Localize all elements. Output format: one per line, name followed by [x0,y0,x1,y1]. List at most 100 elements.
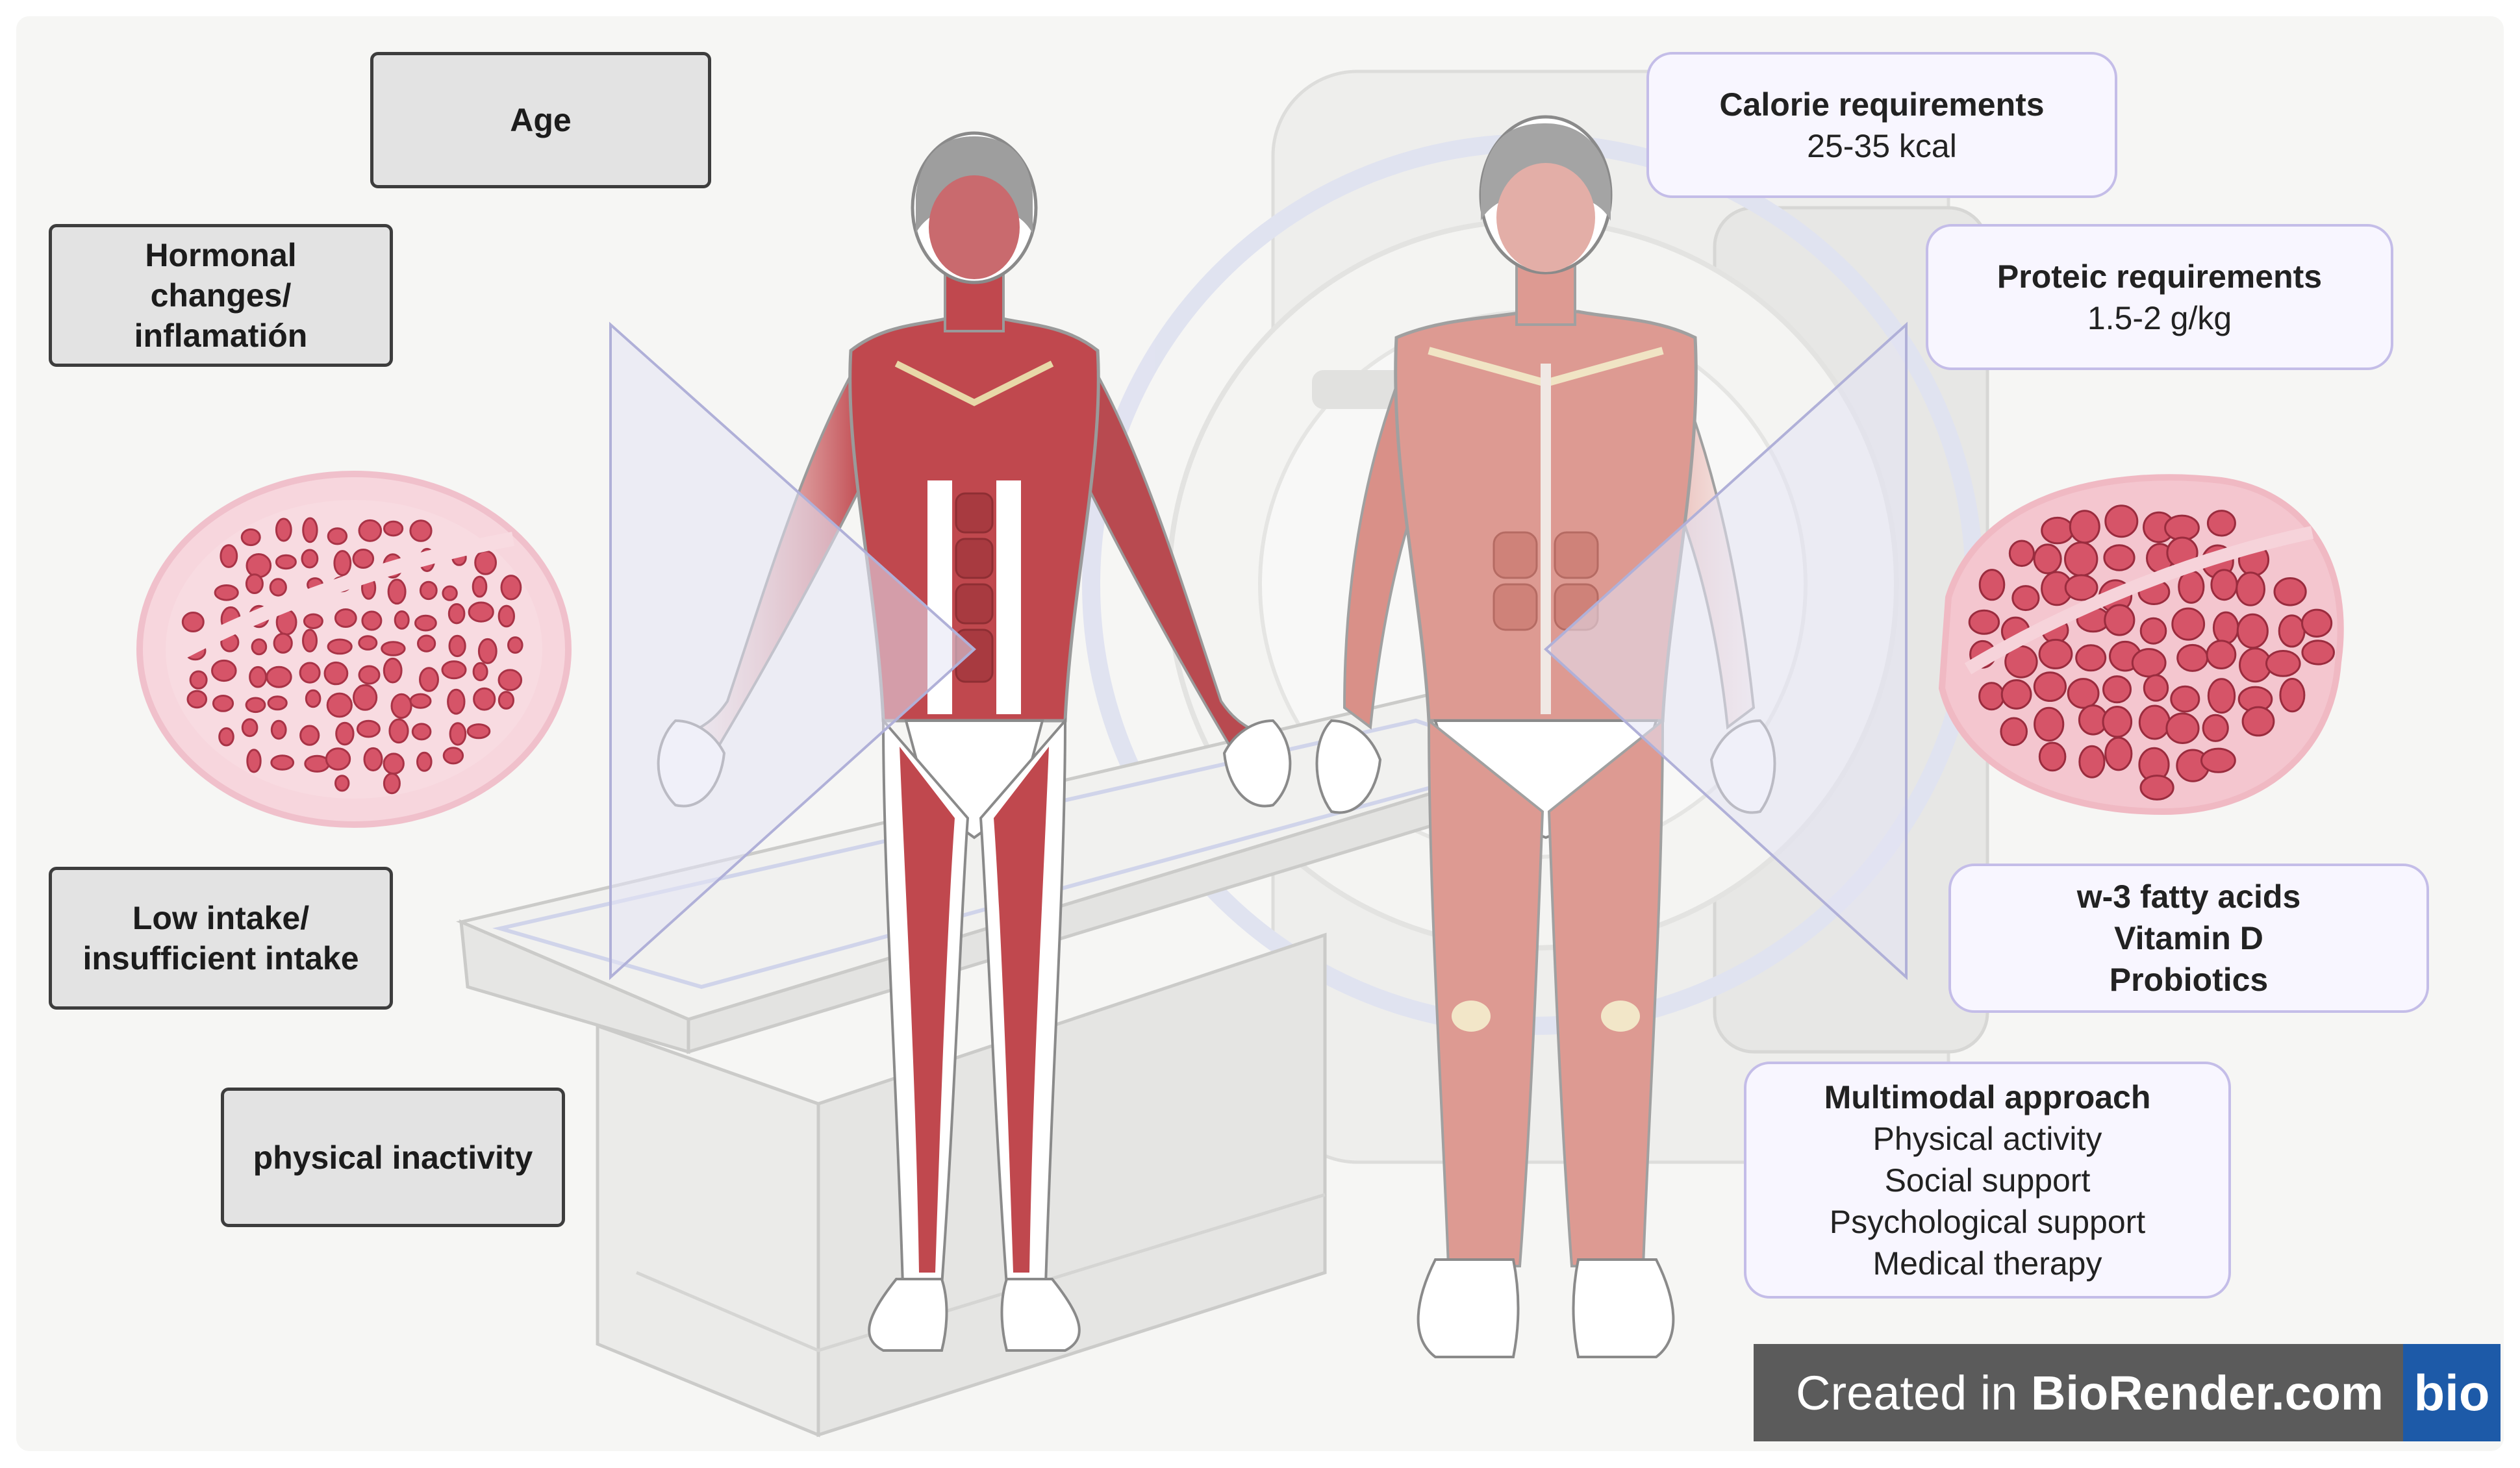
muscle-fibre-cell [414,614,437,632]
muscle-fibre-cell [2075,644,2107,672]
muscle-fibre-cell [2011,585,2040,612]
muscle-fibre-cell [2033,671,2067,702]
muscle-fibre-cell [270,719,287,740]
calorie-value: 25-35 kcal [1807,127,1957,164]
biorender-logo-icon: bio [2403,1344,2501,1441]
muscle-fibre-cell [388,718,409,744]
muscle-fibre-cell [267,695,288,711]
inactivity-label: physical inactivity [253,1139,533,1176]
muscle-fibre-cell [498,691,515,710]
multimodal-title: Multimodal approach [1824,1078,2151,1115]
muscle-fibre-cell [2143,674,2169,702]
muscle-fibre-cell [2273,577,2307,606]
muscle-fibre-cell [249,666,268,688]
muscle-fibre-cell [214,584,239,601]
muscle-fibre-cell [189,670,208,690]
credit-name: BioRender.com [2030,1365,2384,1420]
muscle-fibre-cell [477,638,498,664]
muscle-fibre-cell [299,662,321,684]
muscle-fibre-cell [2041,516,2074,545]
muscle-fibre-cell [2202,714,2229,742]
muscle-fibre-cell [2278,614,2306,648]
arrow-left-icon [1544,321,1908,980]
muscle-fibre-cell [472,575,488,598]
muscle-fibre-cell [327,638,353,655]
muscle-fibre-cell [2241,706,2275,737]
muscle-fibre-cell [2000,679,2032,710]
healthy-muscle-body-icon [1315,115,1776,1358]
muscle-fibre-cell [186,690,208,709]
muscle-fibre-cell [394,610,410,630]
muscle-fibre-cell [2170,685,2200,713]
muscle-fibre-cell [334,608,357,628]
hormonal-line-1: Hormonal [145,237,297,273]
muscle-fibre-cell [383,753,405,775]
muscle-fibre-cell [2200,747,2236,773]
supplements-box: w-3 fatty acids Vitamin D Probiotics [1948,864,2429,1013]
muscle-fibre-cell [303,613,323,629]
arrow-right-icon [609,321,976,980]
muscle-fibre-cell [2102,675,2132,704]
muscle-fibre-cell [474,550,497,575]
low-intake-factor-box: Low intake/ insufficient intake [49,867,393,1010]
multimodal-approach-box: Multimodal approach Physical activity So… [1744,1062,2231,1299]
hormonal-line-3: inflamatión [134,317,308,354]
muscle-fibre-cell [352,549,375,569]
biorender-credit: Created in BioRender.com [1754,1365,2403,1421]
muscle-fibre-cell [245,697,266,714]
supplement-omega3: w-3 fatty acids [2076,878,2301,915]
muscle-fibre-cell [449,722,467,746]
muscle-fibre-cell [302,517,318,543]
muscle-fibre-cell [411,723,432,741]
muscle-fibre-cell [2034,706,2065,742]
muscle-fibre-cell [356,719,381,738]
muscle-fibre-cell [2078,745,2106,778]
muscle-fibre-cell [383,773,401,795]
muscle-fibre-cell [442,585,458,601]
muscle-fibre-cell [251,638,268,656]
muscle-fibre-cell [218,727,234,747]
muscle-fibre-cell [245,573,264,594]
muscle-fibre-cell [2008,540,2035,567]
hormonal-line-2: changes/ [150,277,292,314]
muscle-fibre-cell [327,527,348,545]
multimodal-item: Medical therapy [1872,1245,2102,1282]
muscle-fibre-cell [2069,510,2100,544]
muscle-fibre-cell [447,603,466,625]
muscle-fibre-cell [2064,574,2098,601]
muscle-fibre-cell [301,549,319,569]
muscle-fibre-cell [466,723,491,740]
muscle-fibre-cell [363,747,383,772]
muscle-fibre-cell [2067,678,2100,709]
supplement-vitamin-d: Vitamin D [2114,920,2263,956]
muscle-fibre-cell [2139,775,2174,801]
muscle-fibre-cell [2000,717,2028,747]
muscle-fibre-cell [275,554,297,570]
muscle-fibre-cell [387,578,407,605]
muscle-fibre-cell [2033,543,2062,575]
biorender-badge[interactable]: Created in BioRender.com bio [1754,1344,2501,1441]
calorie-requirements-box: Calorie requirements 25-35 kcal [1646,52,2117,198]
hormonal-factor-box: Hormonal changes/ inflamatión [49,224,393,367]
muscle-fibre-cell [500,575,522,601]
muscle-fibre-cell [273,632,293,654]
calorie-title: Calorie requirements [1719,86,2045,123]
muscle-fibre-cell [240,528,261,547]
muscle-fibre-cell [498,604,515,628]
muscle-fibre-cell [2038,741,2067,772]
muscle-fibre-cell [335,721,355,746]
muscle-fibre-cell [383,520,404,537]
muscle-fibre-cell [246,553,272,578]
muscle-fibre-cell [2206,510,2236,537]
muscle-fibre-cell [2206,640,2237,670]
inactivity-factor-box: physical inactivity [221,1088,565,1227]
age-label: Age [510,102,572,138]
muscle-fibre-cell [473,687,496,711]
muscle-fibre-cell [246,749,262,773]
muscle-fibre-cell [416,751,433,772]
age-factor-box: Age [370,52,711,188]
muscle-fibre-cell [2038,638,2073,669]
protein-title: Proteic requirements [1997,258,2323,295]
